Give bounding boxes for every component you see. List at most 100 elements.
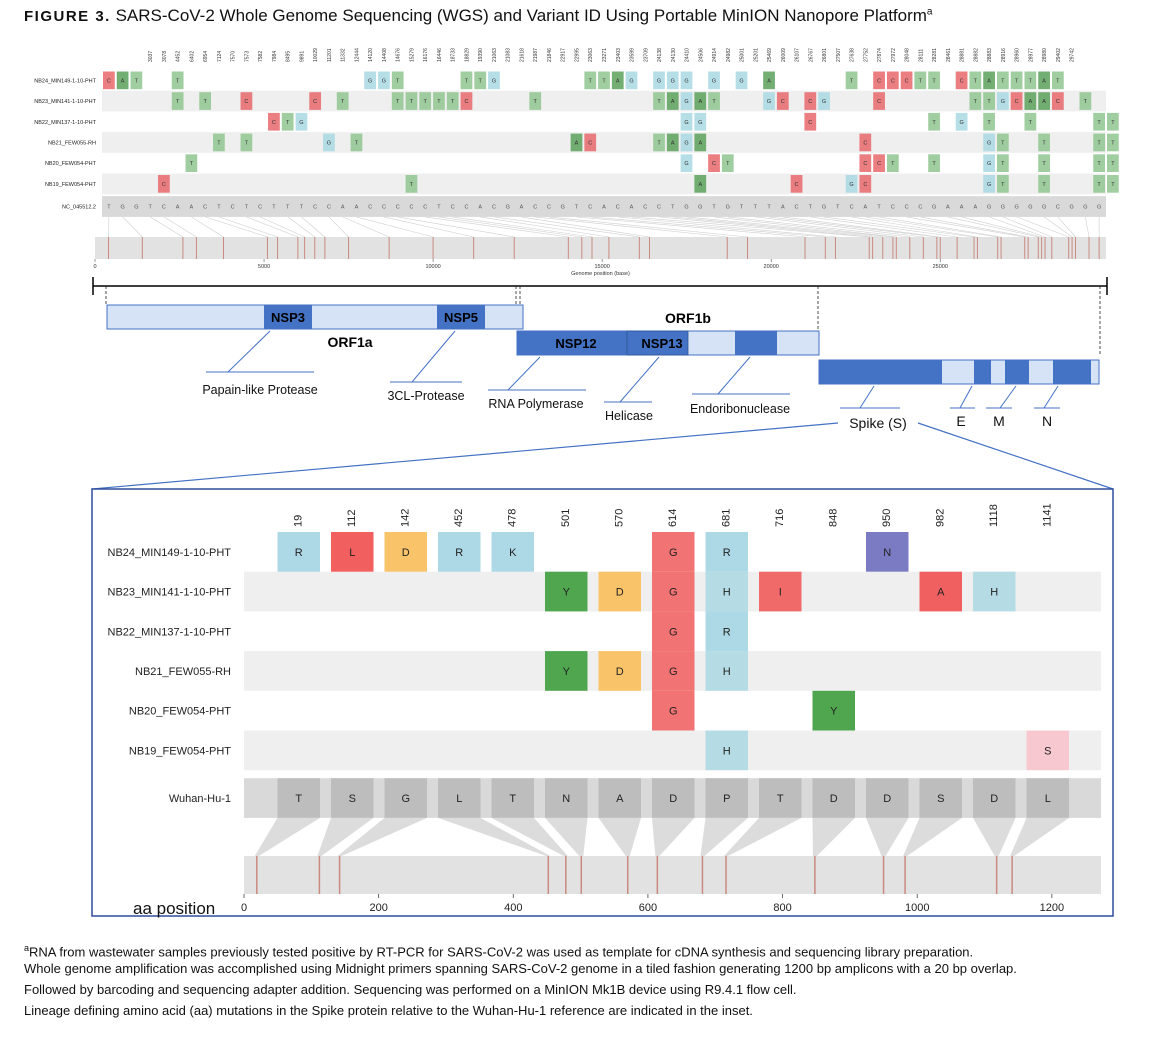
spike-reference-cell bbox=[598, 778, 641, 818]
spike-fan-wedge bbox=[866, 817, 909, 856]
genome-mutation-base: T bbox=[1097, 120, 1101, 126]
genome-mutation-base: C bbox=[863, 182, 867, 188]
spike-mutation-aa: G bbox=[669, 547, 678, 559]
genome-mutation-cell bbox=[488, 71, 500, 90]
genome-mutation-base: G bbox=[849, 182, 853, 188]
genome-mutation-base: T bbox=[987, 99, 991, 105]
genome-mutation-cell bbox=[804, 112, 817, 131]
spike-position-label: 501 bbox=[560, 509, 572, 527]
genome-reference-base: A bbox=[355, 205, 359, 211]
spike-position-label: 1141 bbox=[1042, 503, 1054, 527]
genome-mutation-cell bbox=[996, 71, 1009, 90]
spike-reference-cell bbox=[866, 778, 909, 818]
genome-mutation-base: G bbox=[987, 140, 991, 146]
genome-mutation-base: T bbox=[451, 99, 455, 105]
genome-position-label: 23599 bbox=[630, 48, 636, 62]
genome-position-label: 27752 bbox=[863, 48, 869, 62]
genome-position-label: 29402 bbox=[1056, 48, 1062, 62]
genome-reference-base: C bbox=[547, 205, 551, 211]
genome-reference-base: C bbox=[203, 205, 207, 211]
genome-mutation-base: T bbox=[1097, 182, 1101, 188]
spike-reference-aa: D bbox=[830, 793, 838, 805]
genome-mutation-base: T bbox=[919, 78, 923, 84]
genome-position-label: 28980 bbox=[1042, 48, 1048, 62]
genome-position-label: 24914 bbox=[712, 48, 718, 62]
genome-mutation-base: C bbox=[808, 120, 812, 126]
genome-mutation-cell bbox=[680, 112, 693, 131]
figure-title: FIGURE 3. SARS-CoV-2 Whole Genome Sequen… bbox=[24, 6, 932, 26]
genome-reference-base: C bbox=[423, 205, 427, 211]
genome-mutation-cell bbox=[419, 92, 432, 110]
genome-mutation-cell bbox=[653, 71, 665, 90]
genome-mutation-cell bbox=[1093, 154, 1105, 172]
genome-fan-line bbox=[328, 216, 349, 238]
genome-position-label: 16176 bbox=[423, 48, 429, 62]
genome-position-label: 7582 bbox=[258, 51, 264, 62]
genome-fan-line bbox=[672, 216, 883, 238]
genome-position-label: 11332 bbox=[341, 48, 347, 62]
genome-fan-line bbox=[397, 216, 515, 238]
genome-mutation-base: T bbox=[1001, 140, 1005, 146]
spike-sample-label: NB19_FEW054-PHT bbox=[129, 745, 231, 757]
m-leader bbox=[999, 385, 1017, 409]
genome-reference-base: C bbox=[643, 205, 647, 211]
genome-mutation-cell bbox=[584, 133, 597, 152]
genome-fan-line bbox=[631, 216, 870, 238]
spike-axis-tick-label: 800 bbox=[773, 902, 791, 914]
genome-fan-line bbox=[961, 216, 1042, 238]
spike-axis-tick-label: 600 bbox=[639, 902, 657, 914]
genome-reference-base: A bbox=[781, 205, 785, 211]
genome-position-label: 28882 bbox=[973, 48, 979, 62]
genome-mutation-cell bbox=[584, 71, 597, 90]
genome-mutation-cell bbox=[983, 92, 995, 110]
spike-mutation-aa: D bbox=[402, 547, 410, 559]
genome-fan-line bbox=[342, 216, 390, 238]
genome-reference-base: A bbox=[478, 205, 482, 211]
spike-fan-wedge bbox=[973, 817, 1016, 856]
genome-position-label: 6954 bbox=[203, 51, 209, 62]
nsp5-block bbox=[437, 305, 485, 329]
genome-mutation-cell bbox=[1107, 133, 1119, 152]
genome-mutation-base: T bbox=[1084, 99, 1088, 105]
genome-reference-base: C bbox=[464, 205, 468, 211]
genome-mutation-cell bbox=[763, 92, 775, 110]
spike-sample-label: NB22_MIN137-1-10-PHT bbox=[108, 626, 232, 638]
genome-fan-line bbox=[879, 216, 1002, 238]
nsp13-label: NSP13 bbox=[641, 336, 682, 351]
genome-position-label: 14676 bbox=[396, 48, 402, 62]
genome-mutation-base: G bbox=[368, 78, 372, 84]
genome-position-label: 26009 bbox=[781, 48, 787, 62]
genome-mutation-cell bbox=[996, 175, 1009, 193]
genome-mutation-base: T bbox=[932, 78, 936, 84]
genome-position-label: 6402 bbox=[189, 51, 195, 62]
genome-mutation-cell bbox=[680, 154, 693, 172]
helicase-label: Helicase bbox=[605, 409, 653, 423]
genome-position-label: 18829 bbox=[464, 48, 470, 62]
spike-axis-tick-label: 200 bbox=[369, 902, 387, 914]
spike-reference-aa: D bbox=[669, 793, 677, 805]
genome-fan-line bbox=[521, 216, 650, 238]
genome-mutation-base: T bbox=[341, 99, 345, 105]
genome-mutation-cell bbox=[1038, 92, 1050, 110]
genome-mutation-cell bbox=[928, 71, 940, 90]
nsp12-block bbox=[517, 331, 627, 355]
genome-position-label: 28461 bbox=[946, 48, 952, 62]
spike-mutation-cell bbox=[973, 571, 1016, 612]
orf1a-label: ORF1a bbox=[327, 334, 372, 350]
genome-mutation-cell bbox=[323, 133, 335, 152]
genome-mutation-base: G bbox=[767, 99, 771, 105]
spike-mutation-aa: D bbox=[616, 587, 624, 599]
genome-reference-base: C bbox=[795, 205, 799, 211]
spike-position-label: 848 bbox=[828, 509, 840, 527]
genome-mutation-cell bbox=[171, 71, 184, 90]
e-gene-label: E bbox=[956, 413, 965, 429]
genome-mutation-base: T bbox=[135, 78, 139, 84]
spike-fan-wedge bbox=[812, 817, 855, 856]
spike-reference-cell bbox=[277, 778, 320, 818]
spike-fan-wedge bbox=[337, 817, 427, 856]
genome-fan-line bbox=[769, 216, 937, 238]
genome-fan-line bbox=[617, 216, 836, 238]
genome-position-label: 24138 bbox=[657, 48, 663, 62]
genome-mutation-base: G bbox=[987, 182, 991, 188]
genome-reference-band bbox=[102, 196, 1106, 217]
